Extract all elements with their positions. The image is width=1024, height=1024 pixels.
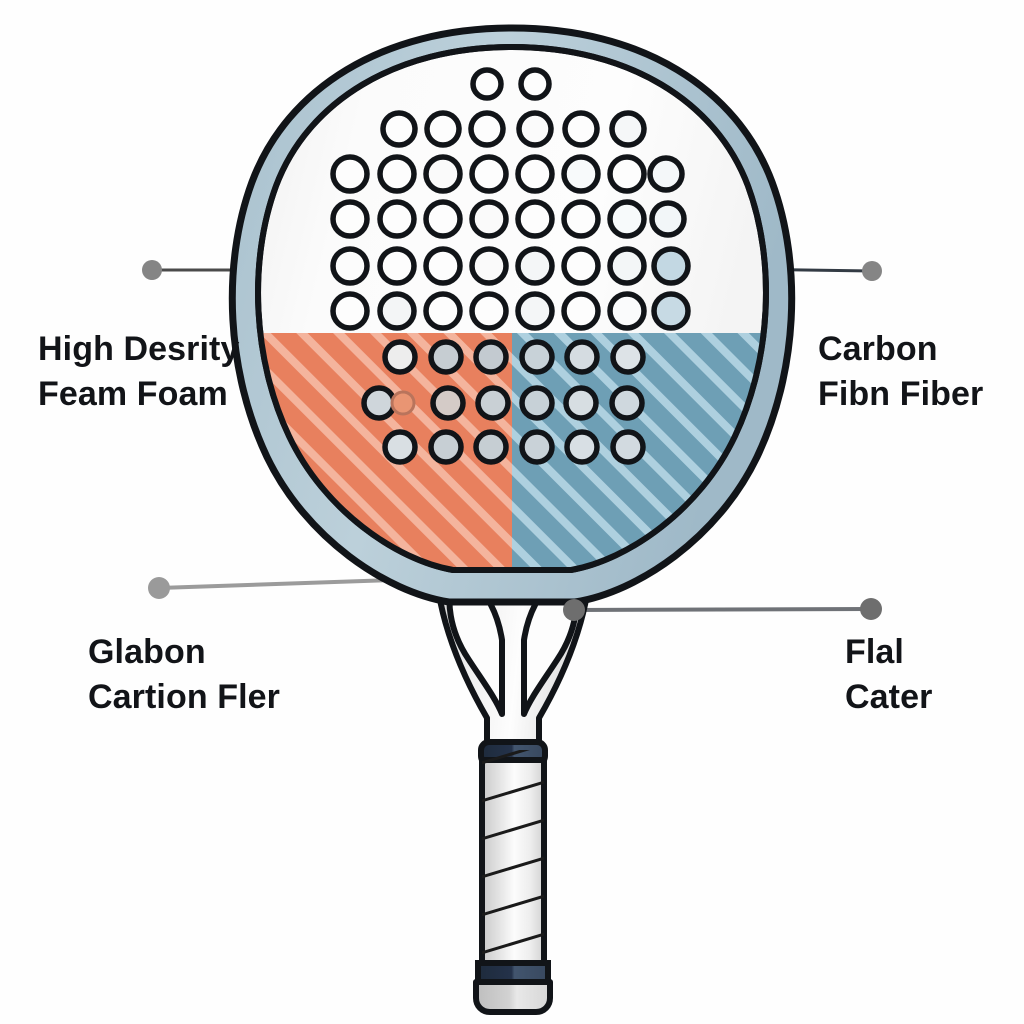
racket-hole	[475, 385, 511, 421]
callout-label-line1: High Desrity	[38, 330, 240, 368]
callout-dot-top-right[interactable]	[862, 261, 882, 281]
racket-hole	[561, 154, 601, 194]
callout-label-line2: Feam Foam	[38, 374, 228, 413]
racket-hole	[607, 291, 647, 331]
racket-hole	[561, 246, 601, 286]
grip-wrap-lines	[482, 750, 544, 955]
racket-hole	[610, 339, 646, 375]
leader-line-bottom-right	[573, 607, 872, 612]
racket-hole	[473, 429, 509, 465]
racket-hole	[649, 200, 687, 238]
racket-hole	[607, 154, 647, 194]
racket-hole	[423, 199, 463, 239]
racket-hole	[377, 199, 417, 239]
racket-hole	[468, 110, 506, 148]
racket-hole-small	[390, 390, 416, 416]
racket-face-outline	[255, 43, 769, 573]
racket-hole	[361, 385, 397, 421]
racket-hole	[610, 429, 646, 465]
racket-hole	[647, 155, 685, 193]
racket-hole-carbon-anchor	[651, 246, 691, 286]
racket-hole	[428, 339, 464, 375]
callout-label-glabon-carbon: Glabon Cartion Fler	[88, 630, 280, 720]
racket-hole	[607, 199, 647, 239]
callout-label-line1: Glabon	[88, 633, 206, 671]
callout-label-high-density-foam: High Desrity Feam Foam	[38, 327, 239, 417]
racket-hole	[330, 199, 370, 239]
racket-hole	[515, 154, 555, 194]
callout-label-line2: Fibn Fiber	[818, 374, 984, 413]
racket-hole	[515, 291, 555, 331]
racket-hole	[561, 291, 601, 331]
racket-hole	[380, 110, 418, 148]
racket-hole	[423, 246, 463, 286]
racket-hole	[562, 110, 600, 148]
racket-hole	[423, 291, 463, 331]
racket-hole	[423, 154, 463, 194]
callout-dot-bottom-right[interactable]	[860, 598, 882, 620]
racket-hole	[382, 339, 418, 375]
callout-dot-bottom-right-inner[interactable]	[563, 599, 585, 621]
racket-hole	[330, 154, 370, 194]
racket-hole	[607, 246, 647, 286]
racket-hole	[424, 110, 462, 148]
racket-hole	[519, 385, 555, 421]
callout-label-flal-cater: Flal Cater	[845, 630, 932, 720]
racket-hole	[469, 246, 509, 286]
racket-hole	[563, 385, 599, 421]
callout-label-carbon-fiber: Carbon Fibn Fiber	[818, 327, 983, 417]
racket-hole	[561, 199, 601, 239]
callout-dot-top-left[interactable]	[142, 260, 162, 280]
callout-label-line2: Cater	[845, 677, 933, 716]
racket-hole	[469, 199, 509, 239]
racket-hole	[469, 154, 509, 194]
racket-hole	[473, 339, 509, 375]
callout-label-line2: Cartion Fler	[88, 677, 281, 716]
callout-dot-bottom-left[interactable]	[148, 577, 170, 599]
racket-hole	[651, 291, 691, 331]
racket-hole-grid	[330, 67, 691, 465]
racket-hole	[516, 110, 554, 148]
grip-butt-cap	[473, 979, 553, 1015]
racket-hole	[609, 385, 645, 421]
racket-hole	[519, 429, 555, 465]
callout-label-line1: Carbon	[818, 330, 938, 368]
racket-hole	[564, 339, 600, 375]
racket-hole	[430, 385, 466, 421]
material-zones	[258, 333, 766, 570]
racket-hole	[515, 199, 555, 239]
racket-hole	[518, 67, 552, 101]
racket-hole	[519, 339, 555, 375]
racket-hole	[382, 429, 418, 465]
racket-hole	[330, 246, 370, 286]
callout-label-line1: Flal	[845, 633, 904, 671]
racket-hole	[470, 67, 504, 101]
racket-hole	[377, 246, 417, 286]
racket-hole	[469, 291, 509, 331]
racket-hole	[564, 429, 600, 465]
racket-hole	[428, 429, 464, 465]
racket-hole	[377, 291, 417, 331]
racket-hole	[330, 291, 370, 331]
callout-end-dots	[142, 260, 882, 621]
racket-hole	[609, 110, 647, 148]
racket-hole	[377, 154, 417, 194]
racket-head	[228, 24, 796, 606]
racket-hole	[515, 246, 555, 286]
